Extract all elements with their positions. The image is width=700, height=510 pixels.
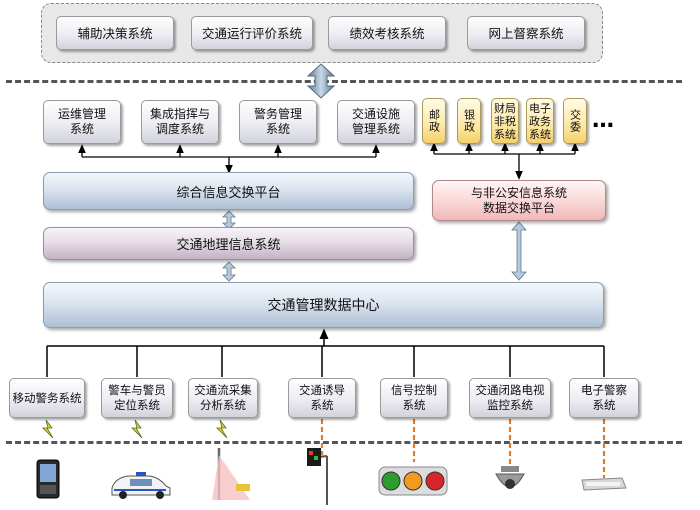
external-exchange-platform[interactable]: 与非公安信息系统 数据交换平台 xyxy=(432,180,606,221)
partner-1[interactable]: 银政 xyxy=(457,98,481,144)
mid-system-2[interactable]: 警务管理 系统 xyxy=(239,100,317,144)
separator-top xyxy=(6,80,682,83)
partner-2[interactable]: 财局 非税 系统 xyxy=(491,98,519,144)
cctv-camera-icon xyxy=(495,466,525,489)
partner-3[interactable]: 电子 政务 系统 xyxy=(526,98,554,144)
camera-flash-icon xyxy=(581,477,627,491)
detector-icon xyxy=(212,448,250,500)
exchange-platform[interactable]: 综合信息交换平台 xyxy=(43,172,414,210)
bottom-system-2[interactable]: 交通流采集 分析系统 xyxy=(188,378,258,418)
top-system-0[interactable]: 辅助决策系统 xyxy=(56,16,174,50)
mid-system-1[interactable]: 集成指挥与 调度系统 xyxy=(141,100,219,144)
bottom-system-4[interactable]: 信号控制 系统 xyxy=(380,378,448,418)
partner-4[interactable]: 交委 xyxy=(563,98,587,144)
mid-system-0[interactable]: 运维管理 系统 xyxy=(43,100,121,144)
top-system-3[interactable]: 网上督察系统 xyxy=(467,16,585,50)
phone-icon xyxy=(36,459,60,499)
mid-system-3[interactable]: 交通设施 管理系统 xyxy=(337,100,415,144)
partner-0[interactable]: 邮政 xyxy=(422,98,446,144)
bottom-system-6[interactable]: 电子警察 系统 xyxy=(569,378,639,418)
bottom-system-1[interactable]: 警车与警员 定位系统 xyxy=(101,378,173,418)
separator-bottom xyxy=(6,441,682,444)
traffic-light-icon xyxy=(378,466,448,496)
police-car-icon xyxy=(111,472,171,499)
bottom-system-5[interactable]: 交通闭路电视 监控系统 xyxy=(469,378,551,418)
top-system-2[interactable]: 绩效考核系统 xyxy=(328,16,446,50)
bottom-system-3[interactable]: 交通诱导 系统 xyxy=(288,378,356,418)
bottom-system-0[interactable]: 移动警务系统 xyxy=(9,378,85,418)
more-partners-ellipsis: … xyxy=(592,108,614,133)
data-center[interactable]: 交通管理数据中心 xyxy=(43,282,604,328)
guidance-sign-icon xyxy=(307,448,328,505)
gis-system[interactable]: 交通地理信息系统 xyxy=(43,227,414,260)
top-system-1[interactable]: 交通运行评价系统 xyxy=(191,16,313,50)
